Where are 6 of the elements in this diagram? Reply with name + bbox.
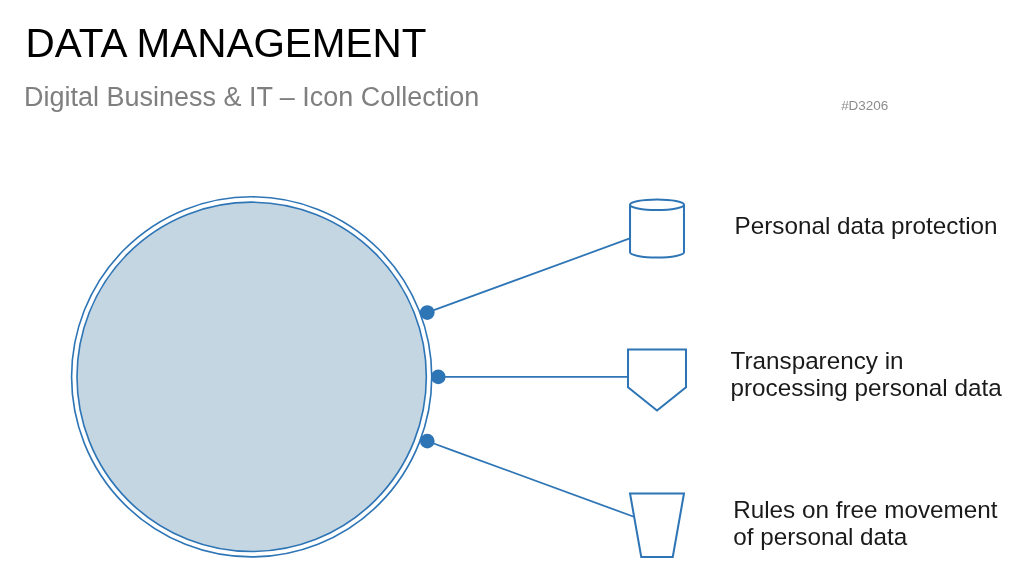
node-label: Transparency in processing personal data — [730, 346, 1002, 401]
label: #D3206 — [841, 97, 889, 113]
node-label: Rules on free movement of personal data — [733, 495, 998, 550]
label: Digital Business & IT – Icon Collection — [24, 81, 480, 112]
node-label: Personal data protection — [734, 211, 998, 239]
diagram-title: DATA MANAGEMENT — [25, 19, 427, 66]
